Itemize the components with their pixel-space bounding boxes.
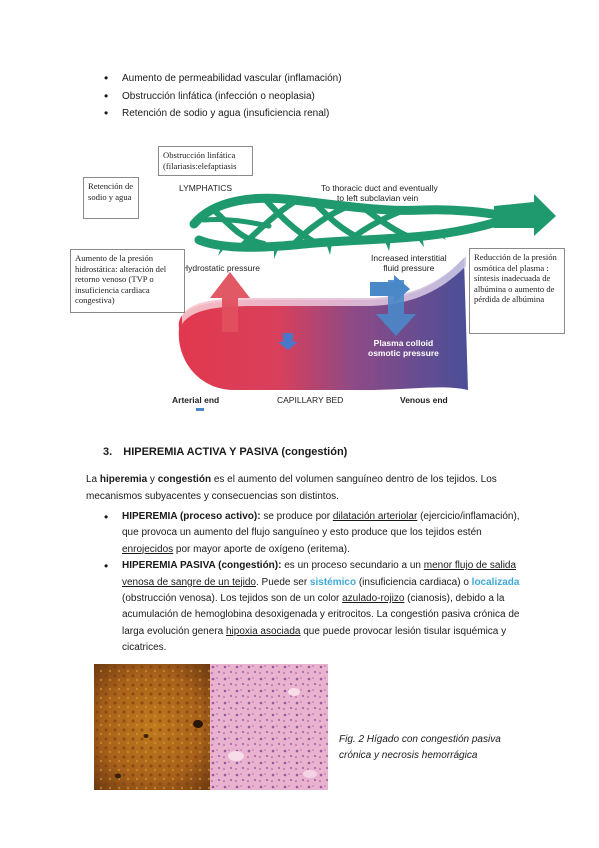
liver-histology-photo — [210, 664, 328, 790]
lymph-outflow-arrow — [494, 194, 556, 236]
capillary-bed-label: CAPILLARY BED — [277, 395, 344, 405]
arterial-end-label: Arterial end — [172, 395, 220, 405]
congestion-term: congestión — [157, 474, 212, 485]
venous-end-label: Venous end — [400, 395, 448, 405]
edema-diagram: LYMPHATICS To thoracic duct and eventual… — [64, 140, 566, 412]
definition-list: HIPEREMIA (proceso activo): se produce p… — [104, 509, 524, 657]
hydrostatic-pressure-label: Hydrostatic pressure — [182, 263, 260, 273]
section-heading: 3. HIPEREMIA ACTIVA Y PASIVA (congestión… — [103, 446, 347, 458]
lymphatic-network — [189, 193, 509, 252]
capillary-diagram-graphic — [178, 193, 556, 411]
colloid-pressure-label: Plasma colloid osmotic pressure — [368, 338, 439, 358]
section-title: HIPEREMIA ACTIVA Y PASIVA (congestión) — [123, 446, 348, 458]
liver-gross-photo — [94, 664, 210, 790]
sodium-retention-box: Retención de sodio y agua — [83, 177, 139, 219]
lymph-capillary-sprouts — [218, 231, 446, 259]
hydrostatic-pressure-box: Aumento de la presión hidrostática: alte… — [70, 249, 185, 313]
list-item: Aumento de permeabilidad vascular (infla… — [104, 70, 342, 88]
list-item: Obstrucción linfática (infección o neopl… — [104, 88, 342, 106]
hydrostatic-pressure-arrow — [210, 272, 250, 332]
top-bullet-list: Aumento de permeabilidad vascular (infla… — [104, 70, 342, 123]
hiperemia-term: hiperemia — [99, 474, 148, 485]
small-downward-arrow — [278, 333, 298, 350]
intro-paragraph: La hiperemia y congestión es el aumento … — [86, 474, 497, 502]
lymphatics-label: LYMPHATICS — [179, 183, 233, 193]
thoracic-duct-label: To thoracic duct and eventually to left … — [321, 183, 438, 203]
interstitial-pressure-arrow-down — [376, 280, 416, 336]
osmotic-pressure-box: Reducción de la presión osmótica del pla… — [469, 248, 565, 334]
list-item-active-hyperemia: HIPEREMIA (proceso activo): se produce p… — [104, 509, 524, 558]
interstitial-pressure-label: Increased interstitial fluid pressure — [371, 253, 447, 273]
capillary-vessel — [178, 258, 468, 390]
section-number: 3. — [103, 446, 113, 458]
arterial-end-mark — [196, 408, 204, 411]
list-item-passive-hyperemia: HIPEREMIA PASIVA (congestión): es un pro… — [104, 558, 524, 656]
lymph-obstruction-box: Obstrucción linfática (filariasis:elefap… — [158, 146, 253, 176]
list-item: Retención de sodio y agua (insuficiencia… — [104, 105, 342, 123]
figure-2-caption: Fig. 2 Hígado con congestión pasiva crón… — [339, 734, 501, 761]
